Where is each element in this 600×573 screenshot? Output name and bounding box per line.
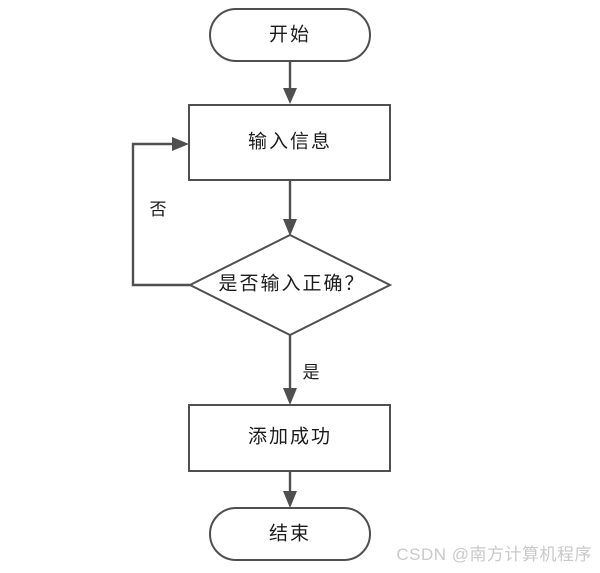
arrowhead-icon <box>283 88 297 104</box>
arrowhead-icon <box>283 219 297 236</box>
node-start-label: 开始 <box>269 23 311 45</box>
edge-decide-yes <box>283 335 297 405</box>
arrowhead-icon <box>283 491 297 508</box>
node-input[interactable]: 输入信息 <box>188 104 391 181</box>
node-start-shape[interactable] <box>209 8 371 62</box>
edge-label-yes: 是 <box>303 363 320 382</box>
arrowhead-icon <box>172 137 189 151</box>
node-start[interactable]: 开始 <box>209 8 371 62</box>
node-end[interactable]: 结束 <box>209 507 371 561</box>
node-success[interactable]: 添加成功 <box>188 404 391 472</box>
arrowhead-icon <box>283 388 297 405</box>
edge-line <box>131 142 190 287</box>
node-end-shape[interactable] <box>209 507 371 561</box>
node-input-label: 输入信息 <box>248 130 332 152</box>
node-success-shape[interactable] <box>188 404 391 472</box>
edge-label-no: 否 <box>150 200 167 219</box>
edge-input-to-decide <box>283 180 297 236</box>
edge-success-to-end <box>283 470 297 508</box>
node-end-label: 结束 <box>269 522 311 544</box>
edge-decide-no-loop <box>131 137 190 287</box>
node-decision-shape[interactable] <box>187 233 393 337</box>
edge-start-to-input <box>283 61 297 104</box>
node-decision-label: 是否输入正确？ <box>218 272 365 294</box>
node-decision[interactable]: 是否输入正确？ <box>187 233 393 337</box>
node-success-label: 添加成功 <box>248 425 332 447</box>
csdn-watermark: CSDN @南方计算机程序 <box>396 545 592 564</box>
node-input-shape[interactable] <box>188 104 391 181</box>
